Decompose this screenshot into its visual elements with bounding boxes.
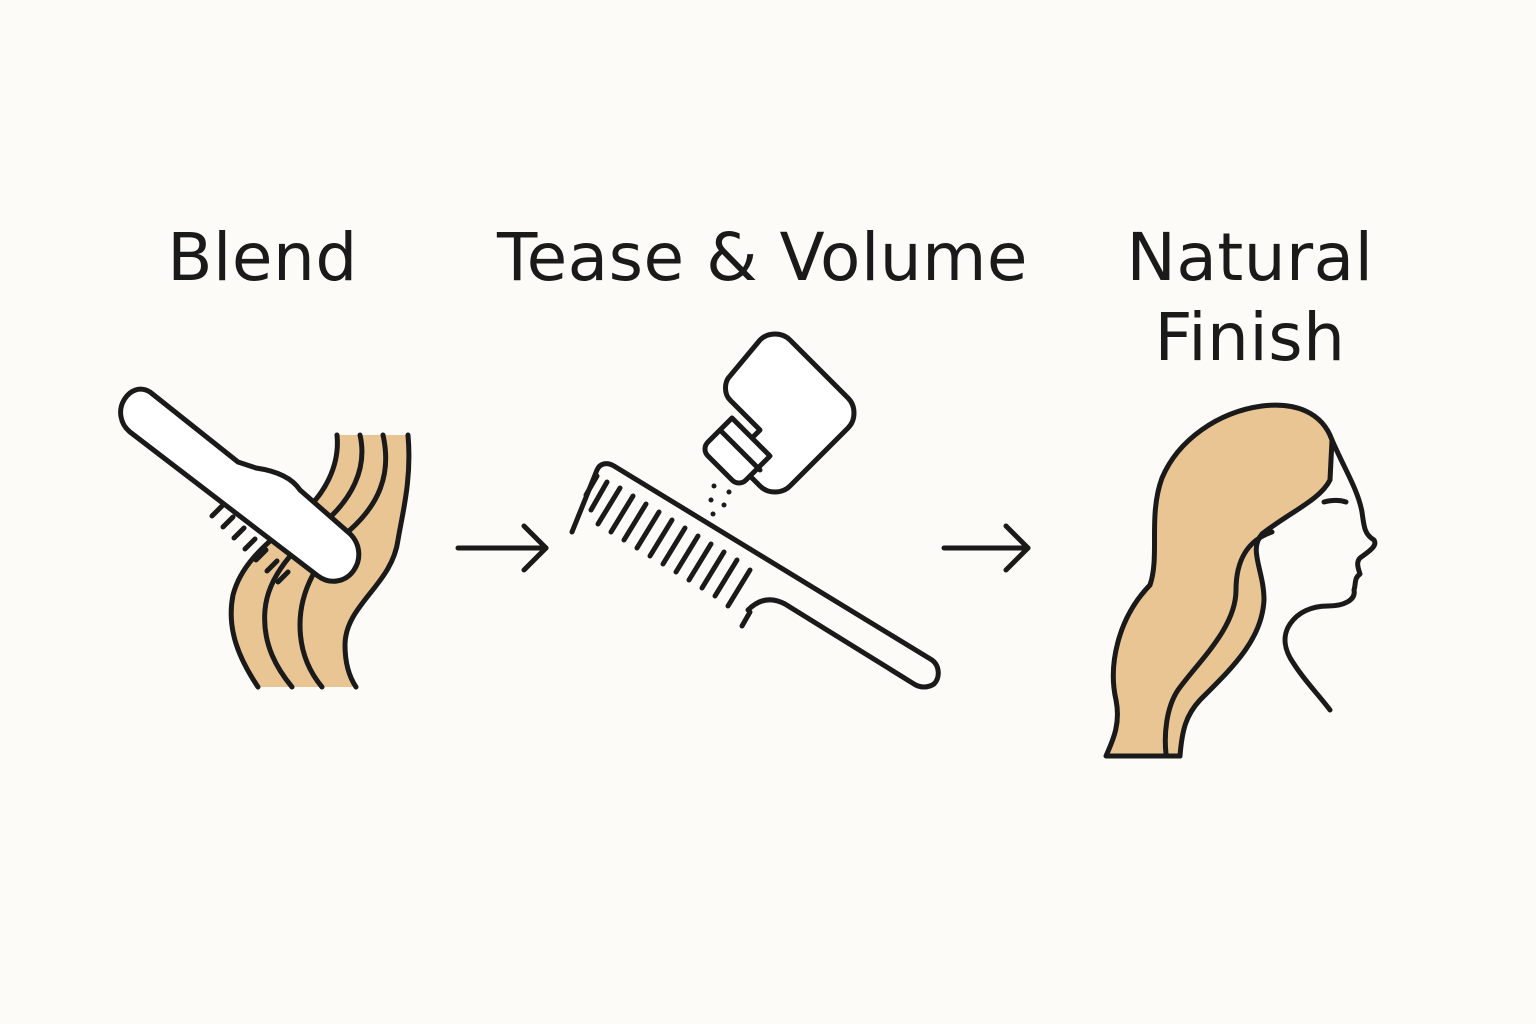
comb-and-spray-bottle-icon <box>569 331 941 690</box>
closed-eye <box>1321 498 1349 505</box>
long-hair <box>1103 402 1335 759</box>
step-title-tease-volume: Tease & Volume <box>496 219 1029 296</box>
step-title-line-1: Natural <box>1126 219 1374 296</box>
step-title-line-2: Finish <box>1154 299 1346 376</box>
brush-bristles <box>209 503 291 585</box>
comb-icon <box>569 461 941 690</box>
step-title-blend: Blend <box>167 219 358 296</box>
step-title-natural-finish: Natural Finish <box>1090 218 1410 378</box>
brush-icon <box>118 386 362 585</box>
right-arrow-icon <box>455 523 549 573</box>
brush-body <box>118 386 362 584</box>
spray-bottle-icon <box>702 331 857 517</box>
woman-profile-with-long-hair-icon <box>1103 402 1378 759</box>
brush-through-hair-icon <box>118 386 412 690</box>
comb-teeth <box>583 473 753 629</box>
comb-body <box>569 461 941 690</box>
right-arrow-icon <box>941 523 1031 573</box>
spray-mist <box>708 483 732 517</box>
hair-inner-strand <box>1162 529 1275 757</box>
face-profile <box>1282 437 1378 713</box>
